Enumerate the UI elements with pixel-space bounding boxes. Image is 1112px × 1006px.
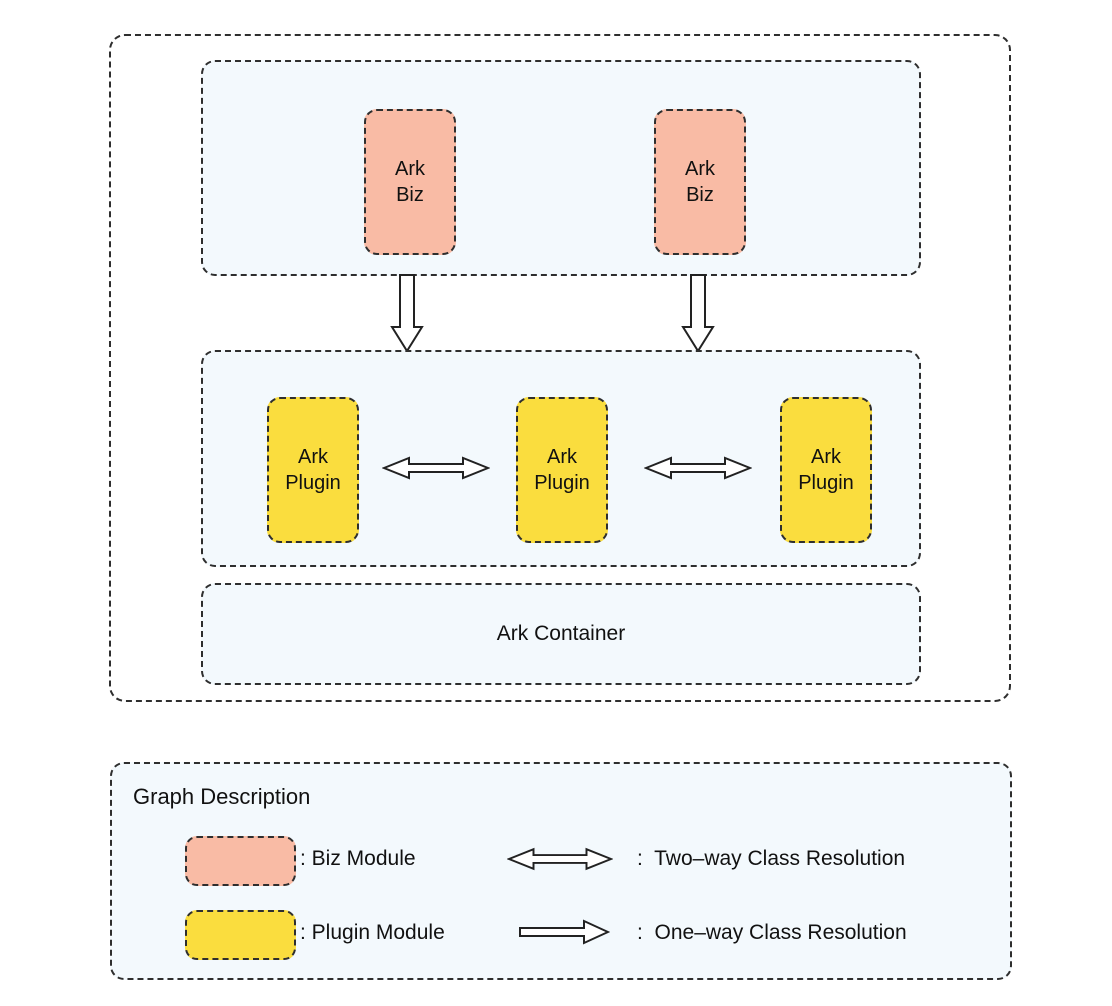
two-way-arrow-icon xyxy=(507,847,613,871)
ark-plugin-box-1: Ark Plugin xyxy=(267,397,359,543)
legend-label-two-way: : Two–way Class Resolution xyxy=(637,847,906,870)
down-arrow-icon xyxy=(390,274,424,352)
ark-plugin-box-2: Ark Plugin xyxy=(516,397,608,543)
one-way-arrow-icon xyxy=(519,919,610,945)
ark-container-label: Ark Container xyxy=(496,622,626,645)
two-way-arrow-icon xyxy=(644,456,752,480)
ark-biz-box-2: Ark Biz xyxy=(654,109,746,255)
biz-module-swatch xyxy=(185,836,296,886)
legend-label-plugin-module: : Plugin Module xyxy=(300,921,445,944)
ark-biz-box-1: Ark Biz xyxy=(364,109,456,255)
biz-layer-panel xyxy=(201,60,921,276)
legend-label-biz-module: : Biz Module xyxy=(300,847,416,870)
legend-title: Graph Description xyxy=(133,784,311,809)
down-arrow-icon xyxy=(681,274,715,352)
ark-container-box: Ark Container xyxy=(201,583,921,685)
ark-plugin-box-3: Ark Plugin xyxy=(780,397,872,543)
legend-label-one-way: : One–way Class Resolution xyxy=(637,921,907,944)
plugin-module-swatch xyxy=(185,910,296,960)
two-way-arrow-icon xyxy=(382,456,490,480)
